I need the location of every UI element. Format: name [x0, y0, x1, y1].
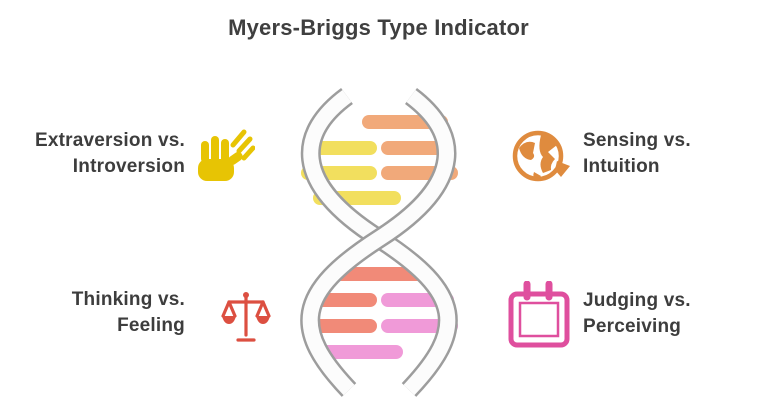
scales-icon — [221, 292, 271, 342]
label-judging-perceiving: Judging vs. Perceiving — [583, 288, 691, 340]
dna-rung — [334, 267, 424, 281]
label-thinking-feeling: Thinking vs. Feeling — [8, 287, 185, 339]
label-line: Intuition — [583, 156, 660, 177]
dna-strand — [300, 88, 457, 397]
label-line: Sensing vs. — [583, 130, 691, 151]
label-line: Judging vs. — [583, 290, 691, 311]
label-extraversion-introversion: Extraversion vs. Introversion — [8, 128, 185, 180]
label-line: Extraversion vs. — [34, 130, 185, 151]
waving-hand-icon — [198, 129, 255, 181]
dna-rung — [308, 141, 377, 155]
calendar-icon — [508, 281, 570, 348]
dna-helix-illustration — [300, 87, 458, 397]
label-line: Thinking vs. — [71, 289, 185, 310]
label-sensing-intuition: Sensing vs. Intuition — [583, 128, 691, 180]
globe-icon — [512, 130, 570, 182]
dna-rung — [317, 345, 403, 359]
label-line: Introversion — [72, 156, 185, 177]
label-line: Perceiving — [583, 316, 682, 337]
label-line: Feeling — [117, 315, 185, 336]
page-title: Myers-Briggs Type Indicator — [228, 15, 529, 40]
